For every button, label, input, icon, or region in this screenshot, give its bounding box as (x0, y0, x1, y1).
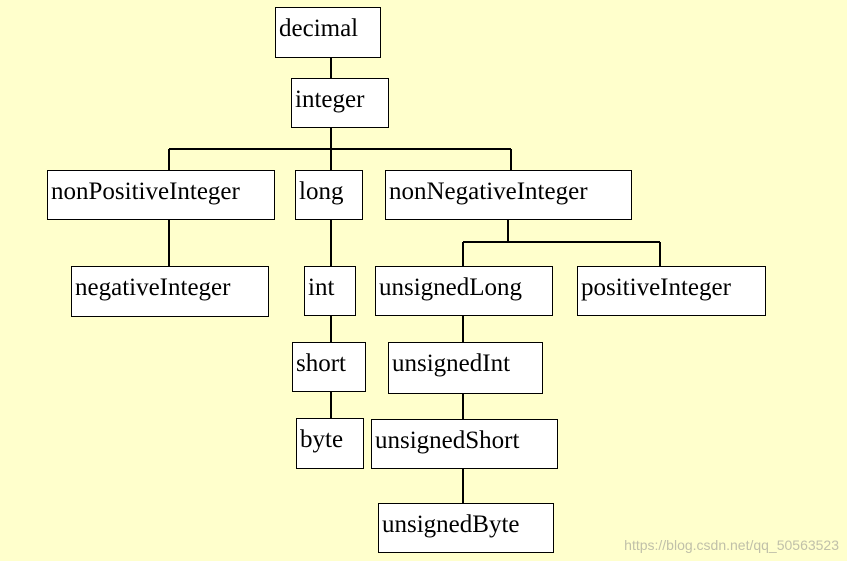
node-long: long (295, 170, 363, 220)
node-short: short (292, 342, 366, 392)
node-unsignedShort: unsignedShort (371, 419, 558, 469)
node-byte: byte (296, 418, 364, 469)
node-unsignedInt: unsignedInt (388, 342, 543, 394)
node-decimal: decimal (275, 7, 381, 58)
node-unsignedLong: unsignedLong (375, 266, 553, 316)
watermark: https://blog.csdn.net/qq_50563523 (624, 537, 839, 553)
node-positiveInteger: positiveInteger (577, 266, 766, 316)
node-nonPositiveInteger: nonPositiveInteger (47, 170, 275, 220)
node-int: int (304, 266, 356, 316)
node-integer: integer (291, 78, 389, 128)
node-unsignedByte: unsignedByte (378, 503, 554, 553)
node-negativeInteger: negativeInteger (71, 266, 269, 317)
node-nonNegativeInteger: nonNegativeInteger (385, 170, 632, 220)
